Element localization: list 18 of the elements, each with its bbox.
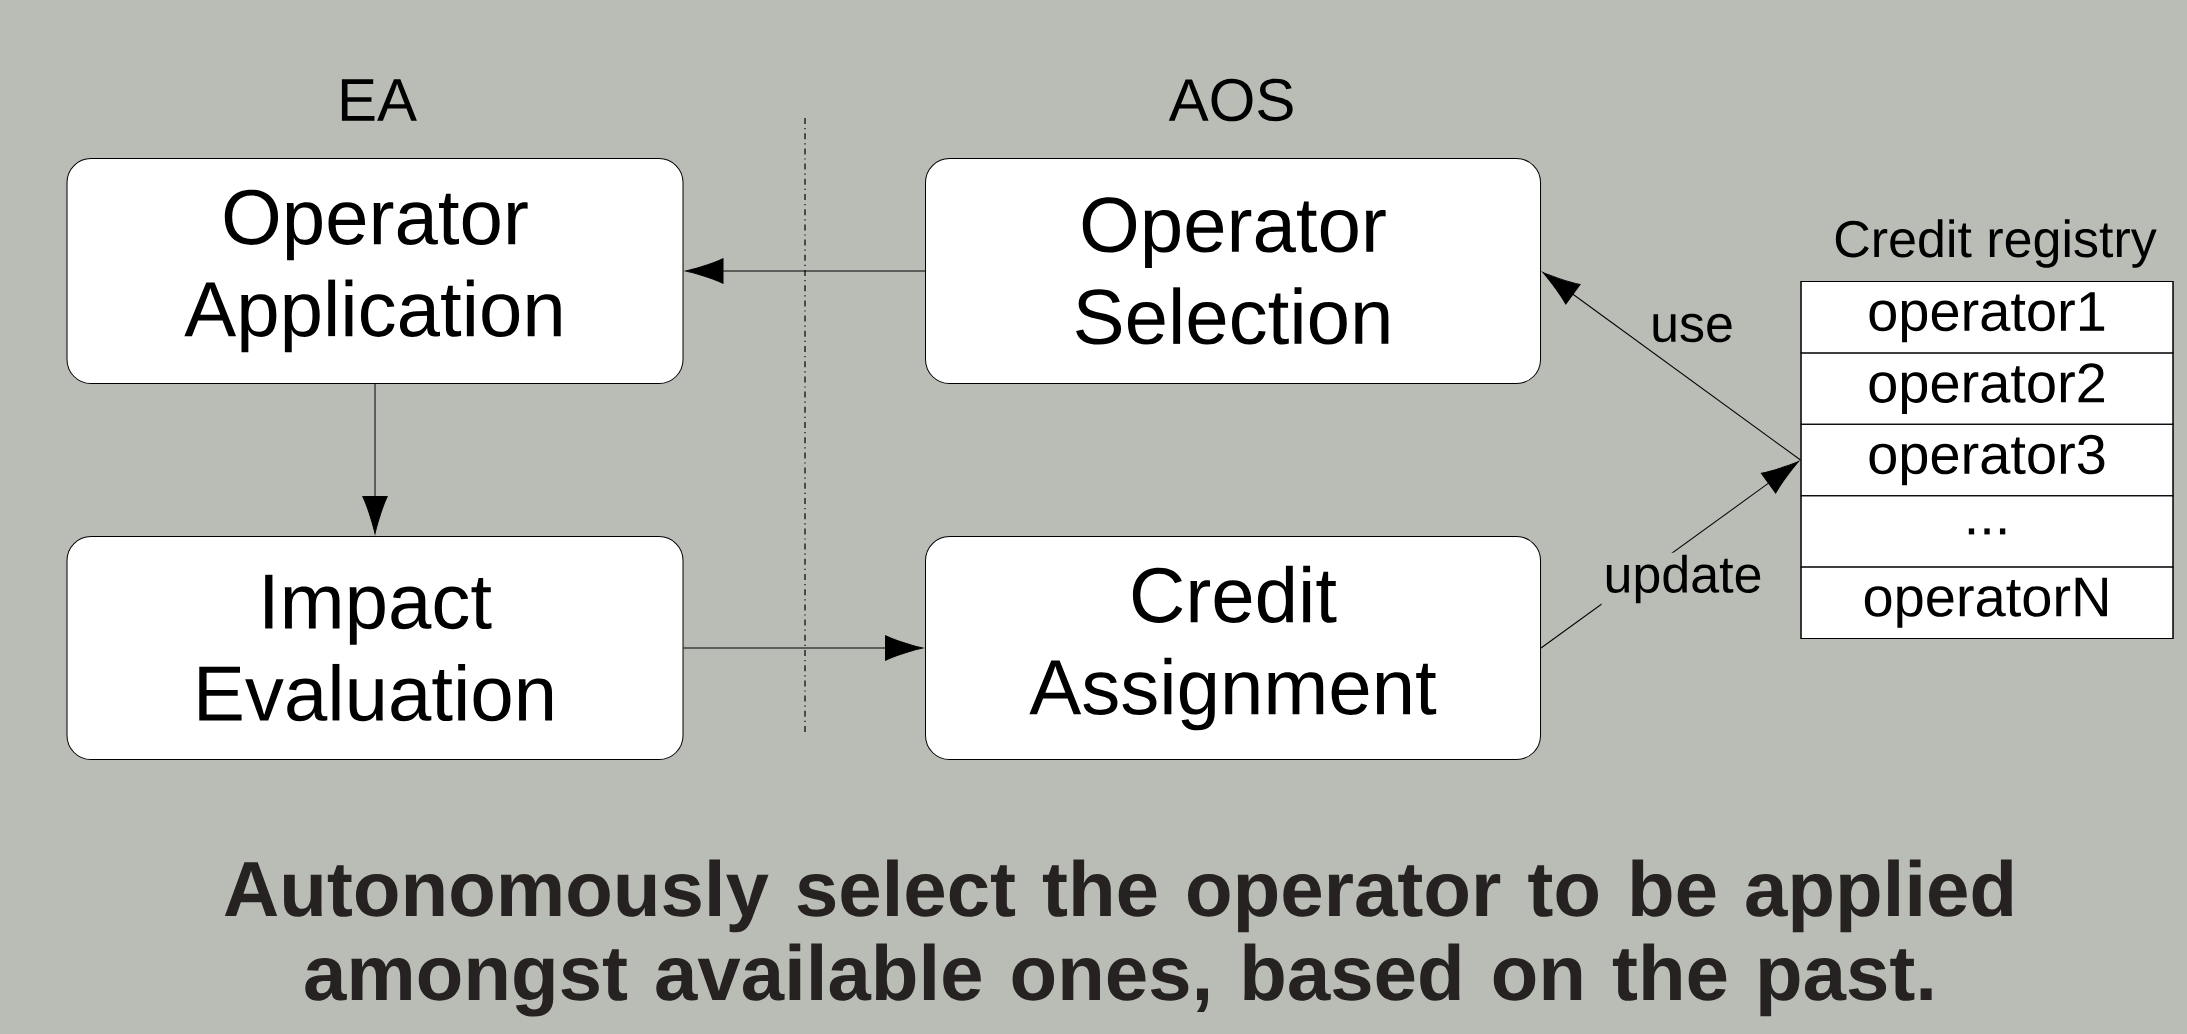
arrow: [685, 258, 926, 284]
process-box: Credit Assignment: [925, 536, 1541, 760]
table-row: operatorN: [1800, 566, 2174, 639]
arrow: [1542, 271, 1802, 461]
table-row: ...: [1800, 495, 2174, 568]
edge-label: update: [1601, 552, 1765, 606]
table-row: operator2: [1800, 352, 2174, 425]
edge-label: use: [1648, 311, 1736, 345]
process-box: Impact Evaluation: [66, 536, 684, 760]
process-box: Operator Selection: [925, 158, 1541, 384]
arrow: [683, 635, 924, 661]
arrow: [1540, 460, 1800, 649]
caption: Autonomously select the operator to be applied amongst available ones, based on the past.: [224, 859, 2012, 1017]
arrow: [362, 383, 388, 535]
table-row: operator1: [1800, 281, 2174, 354]
process-box: Operator Application: [66, 158, 684, 384]
table-heading: Credit registry: [1835, 219, 2157, 268]
table-row: operator3: [1800, 423, 2174, 497]
